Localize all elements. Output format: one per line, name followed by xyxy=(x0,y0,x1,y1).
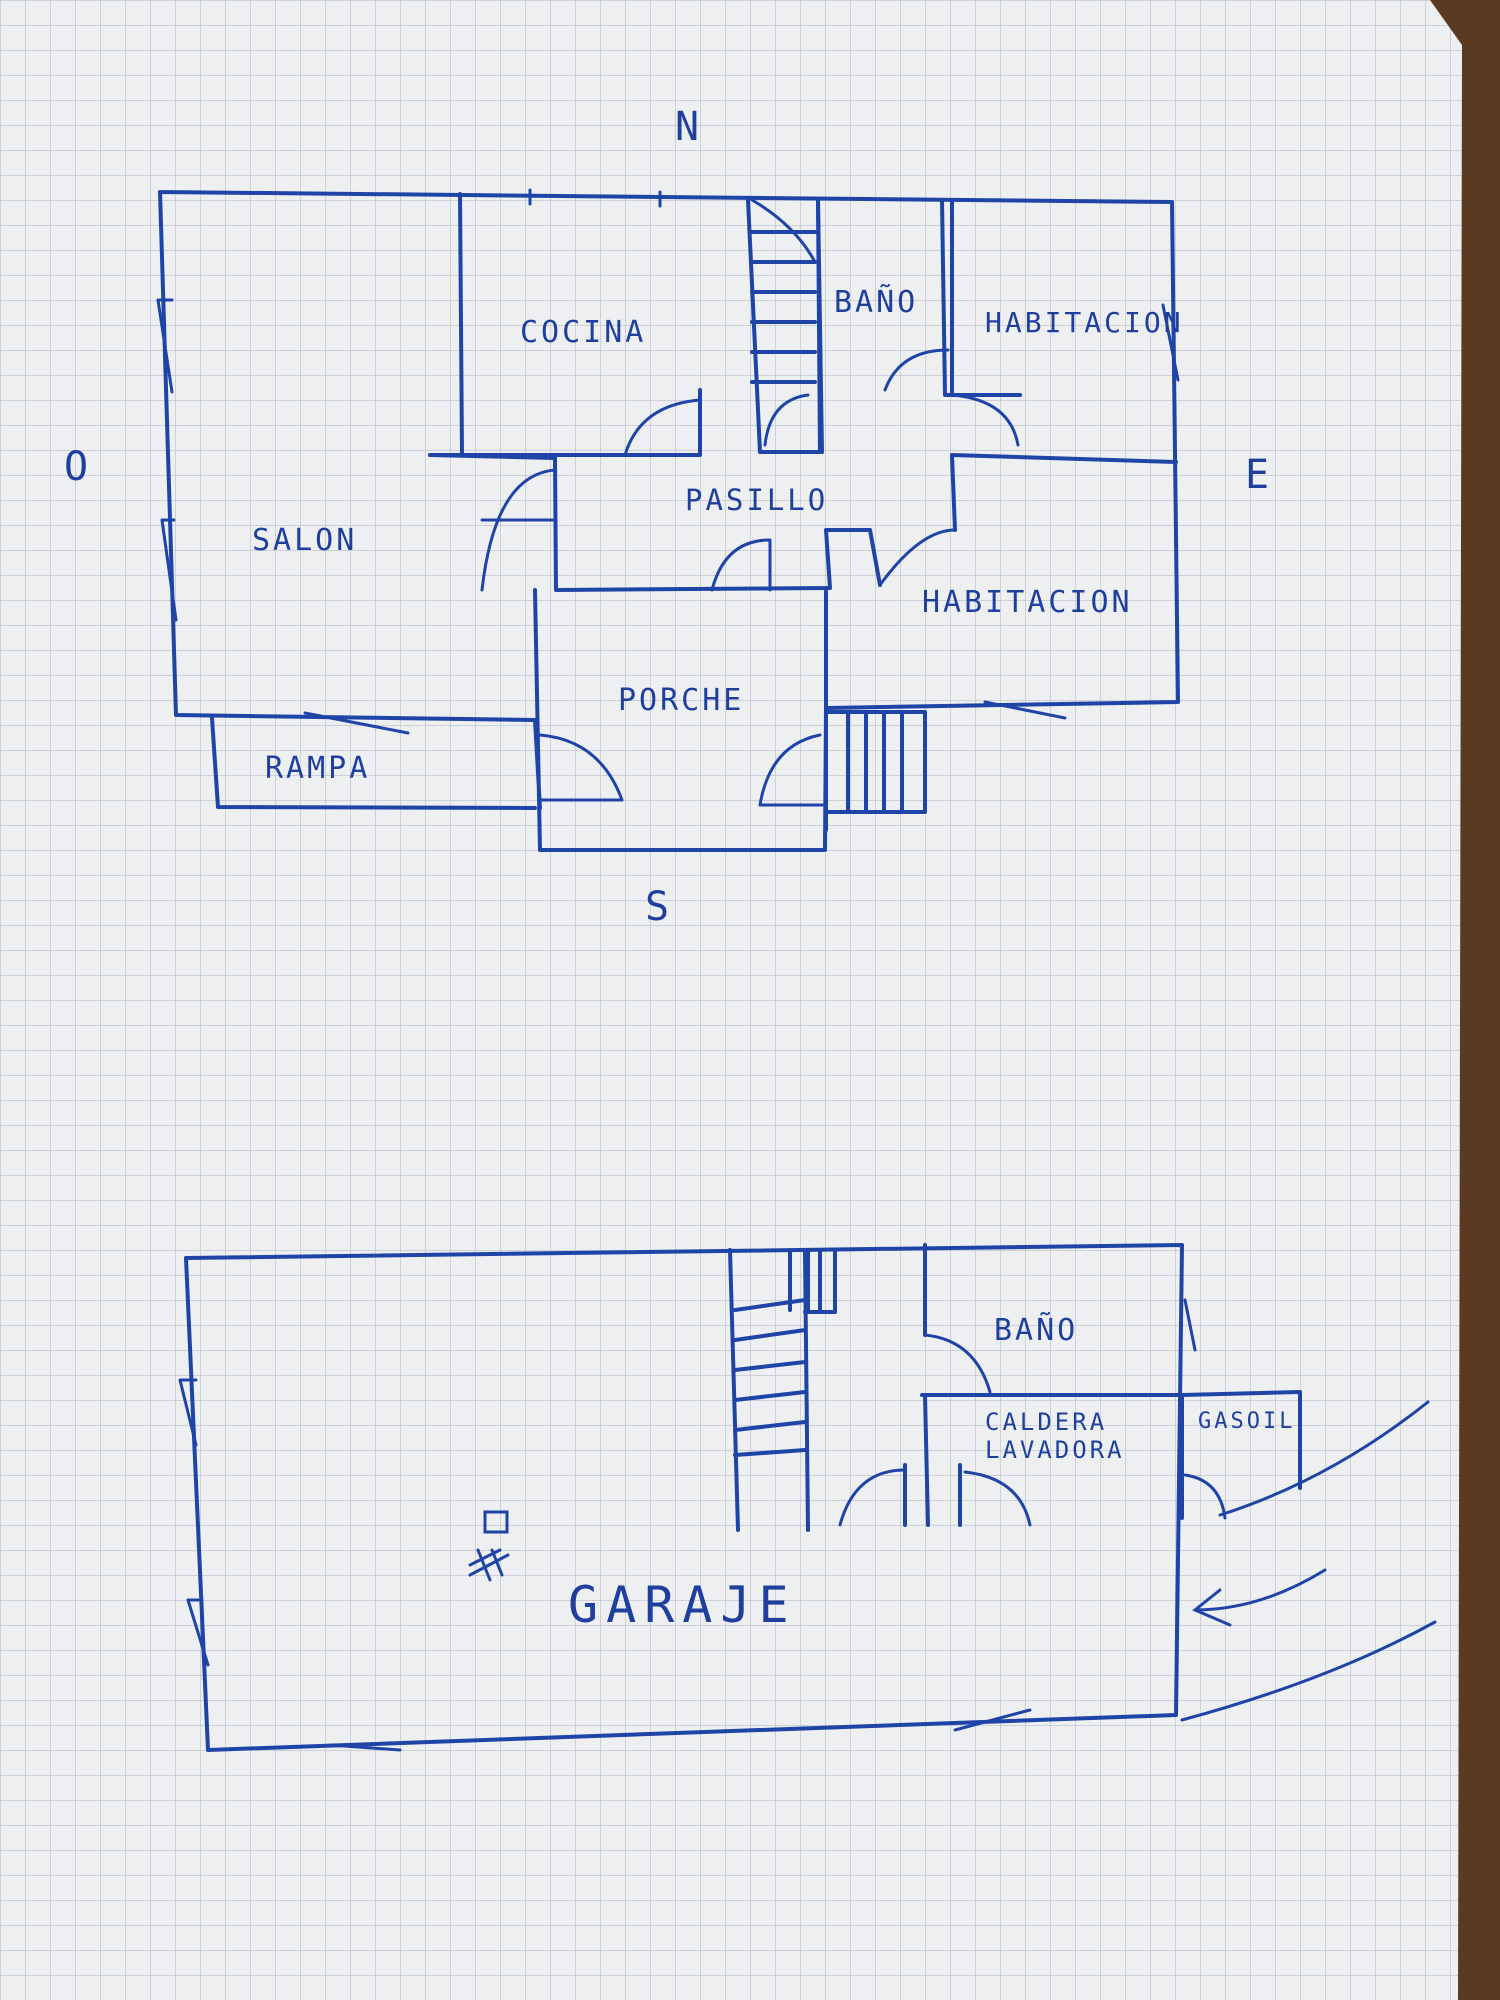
room-label-lavadora: LAVADORA xyxy=(985,1436,1125,1464)
room-label-cocina: COCINA xyxy=(520,315,646,350)
compass-east: E xyxy=(1245,452,1272,498)
room-label-caldera: CALDERA xyxy=(985,1408,1107,1436)
compass-north: N xyxy=(675,104,702,150)
upper-stairs xyxy=(746,198,822,454)
basement-plan: BAÑO CALDERA LAVADORA GASOIL GARAJE xyxy=(178,1243,1437,1752)
compass-south: S xyxy=(645,884,672,930)
ground-floor-plan: SALON COCINA BAÑO HABITACION PASILLO HAB… xyxy=(156,188,1184,852)
graph-paper-grid xyxy=(0,0,1462,2000)
entry-arrow xyxy=(1192,1568,1327,1627)
room-label-salon: SALON xyxy=(252,523,357,558)
room-label-habitacion-2: HABITACION xyxy=(922,585,1133,620)
room-label-garaje-bano: BAÑO xyxy=(994,1312,1078,1348)
basement-stairs xyxy=(728,1248,837,1532)
compass-west: O xyxy=(64,444,91,490)
room-label-garaje: GARAJE xyxy=(568,1576,797,1634)
room-label-gasoil: GASOIL xyxy=(1198,1409,1295,1434)
room-label-porche: PORCHE xyxy=(618,683,744,718)
drain-symbol xyxy=(483,1510,509,1534)
room-label-rampa: RAMPA xyxy=(265,751,370,786)
front-stairs xyxy=(826,710,927,814)
rampa-walls xyxy=(210,716,537,810)
room-label-habitacion-1: HABITACION xyxy=(985,306,1184,339)
driveway-curve-lower xyxy=(1180,1620,1437,1722)
garaje-walls xyxy=(184,1243,1184,1752)
bano-walls xyxy=(816,198,1022,454)
room-label-pasillo: PASILLO xyxy=(685,483,828,517)
porche-walls xyxy=(533,588,828,852)
bano-caldera-walls xyxy=(903,1243,1302,1527)
room-label-bano: BAÑO xyxy=(834,284,918,320)
driveway-curve-upper xyxy=(1218,1400,1430,1517)
